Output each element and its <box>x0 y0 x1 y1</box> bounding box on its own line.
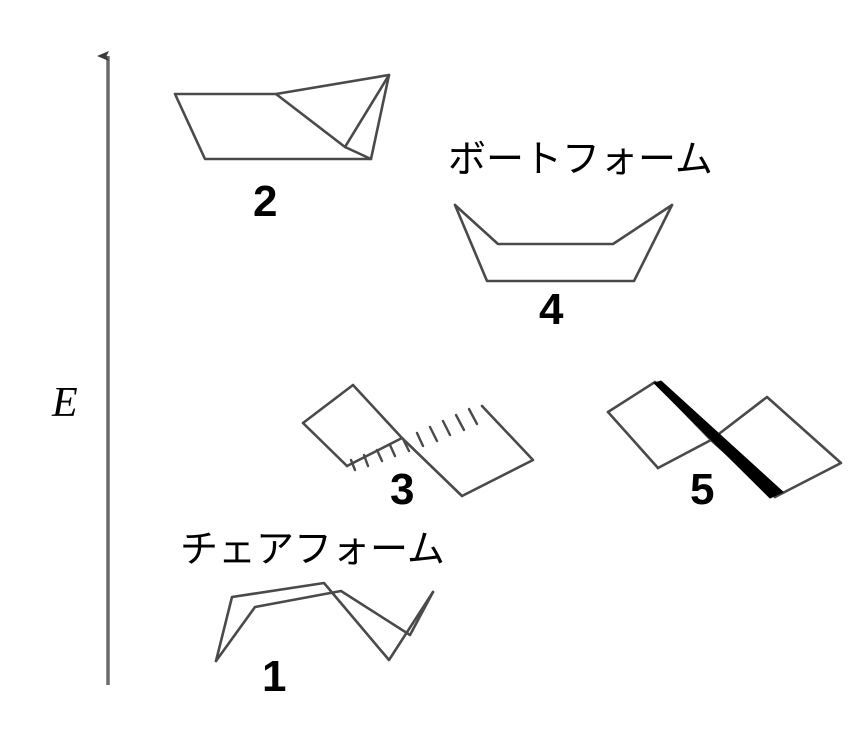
structure-number-3: 3 <box>390 465 415 514</box>
structure-number-4: 4 <box>539 285 564 334</box>
structure-number-5: 5 <box>690 465 715 514</box>
structure-3-shape <box>301 383 535 498</box>
structure-1-shape <box>214 581 435 663</box>
boat-form-label: ボートフォーム <box>448 137 713 181</box>
structure-number-2: 2 <box>253 177 278 226</box>
structure-number-1: 1 <box>262 652 287 701</box>
chair-form-label: チェアフォーム <box>180 527 445 571</box>
structure-5-bold-wedge-bond <box>653 380 784 499</box>
structure-4-shape <box>453 203 674 283</box>
structure-3-hashed-bond <box>349 407 479 472</box>
energy-axis-label: E <box>52 380 78 426</box>
structure-2-shape <box>173 73 391 161</box>
